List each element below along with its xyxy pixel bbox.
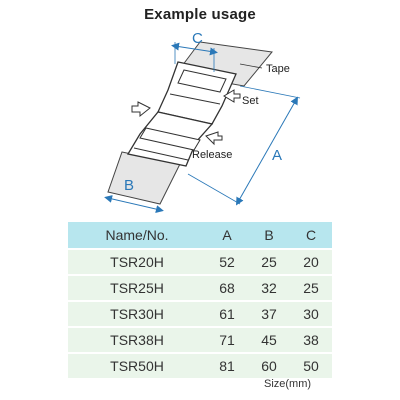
dimension-b: B — [104, 177, 164, 213]
cell-name: TSR30H — [68, 300, 206, 327]
header-b: B — [248, 222, 290, 249]
unit-note: Size(mm) — [264, 378, 312, 390]
cell-b: 60 — [248, 352, 290, 378]
label-b: B — [124, 177, 134, 194]
buckle-female — [157, 61, 237, 125]
table-row: TSR50H 81 60 50 — [68, 352, 332, 378]
label-c: C — [192, 30, 203, 47]
cell-b: 25 — [248, 248, 290, 275]
cell-c: 50 — [290, 352, 332, 378]
dimension-a: A — [187, 85, 301, 206]
cell-c: 38 — [290, 326, 332, 353]
table-row: TSR25H 68 32 25 — [68, 274, 332, 301]
cell-name: TSR25H — [68, 274, 206, 301]
cell-a: 71 — [206, 326, 248, 353]
table-header-row: Name/No. A B C — [68, 222, 332, 249]
release-arrows: Release — [131, 101, 232, 161]
cell-b: 32 — [248, 274, 290, 301]
label-a: A — [272, 147, 282, 164]
page-title: Example usage — [144, 6, 256, 23]
cell-c: 30 — [290, 300, 332, 327]
cell-a: 81 — [206, 352, 248, 378]
buckle-diagram: C A B Tape Set Release — [104, 30, 301, 213]
cell-c: 25 — [290, 274, 332, 301]
cell-c: 20 — [290, 248, 332, 275]
dimension-c: C — [171, 30, 218, 72]
cell-name: TSR50H — [68, 352, 206, 378]
table-row: TSR30H 61 37 30 — [68, 300, 332, 327]
tape-callout: Tape — [239, 63, 290, 75]
table-row: TSR38H 71 45 38 — [68, 326, 332, 353]
header-c: C — [290, 222, 332, 249]
buckle-male — [126, 111, 214, 167]
cell-name: TSR20H — [68, 248, 206, 275]
label-set: Set — [242, 95, 259, 107]
table-row: TSR20H 52 25 20 — [68, 248, 332, 275]
cell-name: TSR38H — [68, 326, 206, 353]
cell-b: 45 — [248, 326, 290, 353]
size-table: Name/No. A B C TSR20H 52 25 20 TSR25H 68… — [68, 222, 332, 378]
label-release: Release — [192, 149, 232, 161]
cell-a: 52 — [206, 248, 248, 275]
header-a: A — [206, 222, 248, 249]
cell-a: 61 — [206, 300, 248, 327]
cell-a: 68 — [206, 274, 248, 301]
header-name: Name/No. — [68, 222, 206, 249]
set-callout: Set — [223, 89, 259, 107]
cell-b: 37 — [248, 300, 290, 327]
label-tape: Tape — [266, 63, 290, 75]
